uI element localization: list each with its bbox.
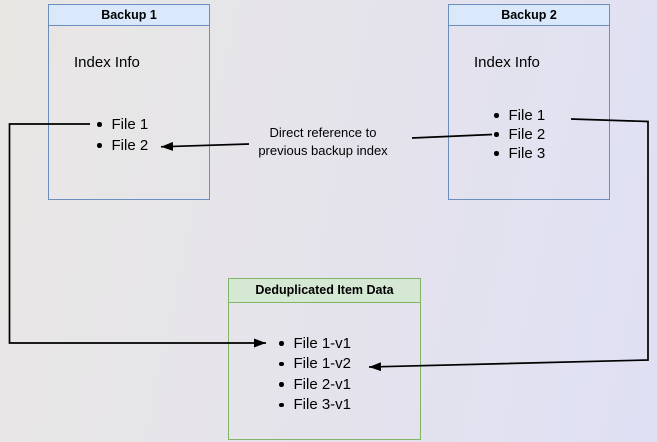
backup2-file-list: File 1 File 2 File 3: [494, 106, 545, 163]
bullet-dot-icon: [279, 402, 284, 407]
file-label: File 1: [111, 116, 149, 133]
list-item: File 3: [494, 144, 545, 163]
backup1-title: Backup 1: [49, 5, 209, 26]
list-item: File 3-v1: [279, 395, 351, 416]
file-label: File 3: [508, 145, 546, 162]
list-item: File 1: [494, 106, 545, 125]
edge-label-line2: previous backup index: [258, 143, 388, 158]
edge-label-line1: Direct reference to: [269, 125, 377, 140]
dedup-file-list: File 1-v1 File 1-v2 File 2-v1 File 3-v1: [279, 333, 351, 415]
list-item: File 1-v1: [279, 333, 351, 354]
edge-label-direct-reference: Direct reference to previous backup inde…: [237, 124, 409, 160]
dedup-title: Deduplicated Item Data: [229, 279, 420, 303]
backup1-node: Backup 1 Index Info File 1 File 2: [48, 4, 210, 200]
list-item: File 1-v2: [279, 354, 351, 375]
bullet-dot-icon: [279, 382, 284, 387]
bullet-dot-icon: [494, 132, 499, 137]
file-label: File 2: [508, 126, 546, 143]
backup2-title: Backup 2: [449, 5, 609, 26]
file-label: File 1-v1: [293, 334, 352, 352]
file-label: File 2-v1: [293, 375, 352, 393]
list-item: File 2: [494, 125, 545, 144]
backup1-file-list: File 1 File 2: [97, 114, 148, 156]
bullet-dot-icon: [279, 341, 284, 346]
bullet-dot-icon: [494, 113, 499, 118]
file-label: File 2: [111, 137, 149, 154]
backup2-node: Backup 2 Index Info File 1 File 2 File 3: [448, 4, 610, 200]
backup2-index-info-label: Index Info: [474, 54, 540, 71]
list-item: File 2-v1: [279, 374, 351, 395]
deduplicated-item-data-node: Deduplicated Item Data File 1-v1 File 1-…: [228, 278, 421, 440]
list-item: File 2: [97, 135, 148, 156]
file-label: File 1: [508, 107, 546, 124]
bullet-dot-icon: [494, 151, 499, 156]
file-label: File 3-v1: [293, 396, 352, 414]
backup1-index-info-label: Index Info: [74, 54, 140, 71]
file-label: File 1-v2: [293, 355, 352, 373]
bullet-dot-icon: [97, 143, 102, 148]
list-item: File 1: [97, 114, 148, 135]
bullet-dot-icon: [279, 361, 284, 366]
bullet-dot-icon: [97, 122, 102, 127]
